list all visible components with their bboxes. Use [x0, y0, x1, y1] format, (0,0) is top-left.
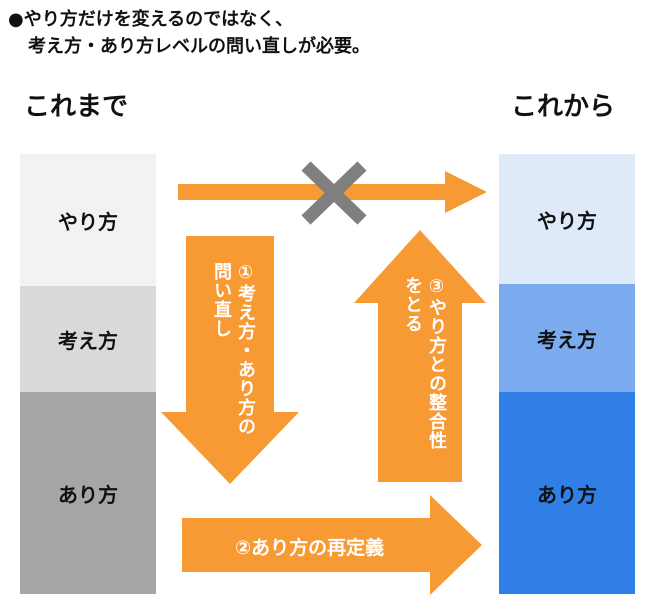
right-box-yarikata: やり方 — [499, 154, 635, 284]
left-column-title: これまで — [24, 92, 129, 122]
left-box-yarikata: やり方 — [20, 154, 156, 286]
step-1-label: ①考え方・あり方の 問い直し — [209, 262, 257, 436]
step-1-line-2: 問い直し — [211, 262, 232, 338]
heading-line-1: ●やり方だけを変えるのではなく、 — [8, 9, 294, 30]
left-box-arikata: あり方 — [20, 392, 156, 594]
right-column-title: これから — [511, 92, 616, 122]
blocked-x-icon — [301, 161, 367, 225]
right-arrow-step-2 — [182, 495, 482, 595]
right-box-kangaekata: 考え方 — [499, 284, 635, 392]
step-3-line-1: ③やり方との整合性 — [426, 276, 447, 450]
step-3-label: ③やり方との整合性 をとる — [400, 276, 448, 450]
heading-line-2: 考え方・あり方レベルの問い直しが必要。 — [28, 36, 370, 57]
step-1-line-1: ①考え方・あり方の — [235, 262, 256, 436]
left-box-kangaekata: 考え方 — [20, 286, 156, 392]
step-3-line-2: をとる — [402, 276, 423, 333]
up-arrow-step-3 — [354, 230, 486, 482]
right-box-arikata: あり方 — [499, 392, 635, 594]
step-2-label: ②あり方の再定義 — [235, 537, 385, 559]
heading: ●やり方だけを変えるのではなく、 考え方・あり方レベルの問い直しが必要。 — [8, 6, 370, 60]
down-arrow-step-1 — [161, 236, 299, 484]
